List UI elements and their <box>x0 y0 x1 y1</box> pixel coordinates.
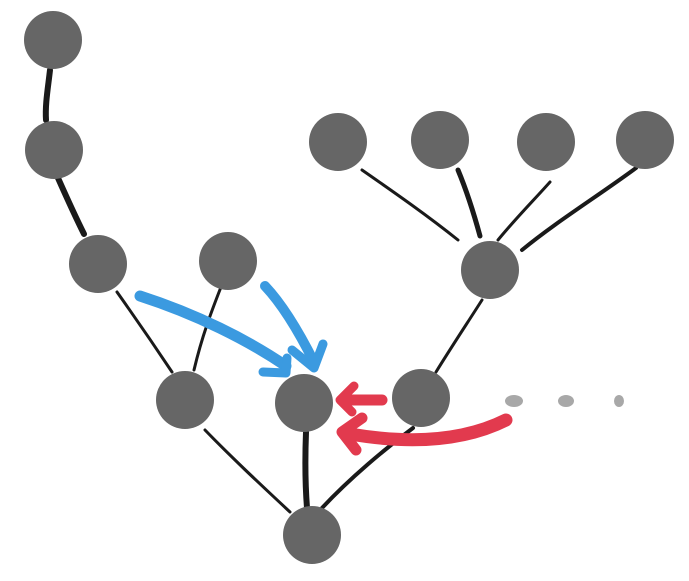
edge-c2-root <box>302 429 310 511</box>
blue-arrow-short-head <box>287 339 328 373</box>
node-a1 <box>24 11 82 69</box>
node-c2 <box>275 374 333 432</box>
edge-e1-d <box>360 168 460 242</box>
node-e1 <box>309 113 367 171</box>
edge-e2-d <box>455 167 483 239</box>
dot-1 <box>505 395 523 407</box>
node-e4 <box>616 111 674 169</box>
node-c3 <box>392 369 450 427</box>
red-arrows <box>335 381 513 456</box>
edge-c1-root <box>203 428 292 514</box>
node-a2 <box>25 121 83 179</box>
blue-arrow-long-head-a <box>258 353 292 378</box>
dot-2 <box>558 395 574 407</box>
node-e2 <box>411 111 469 169</box>
edge-e4-d <box>520 166 638 252</box>
blue-arrow-short <box>260 281 319 367</box>
node-a3 <box>69 235 127 293</box>
dot-3 <box>614 395 624 407</box>
node-e3 <box>517 113 575 171</box>
blue-arrows <box>134 281 328 378</box>
blue-arrow-long <box>134 290 292 372</box>
red-arrow-bottom <box>343 413 513 447</box>
edge-e3-d <box>496 180 552 242</box>
node-b <box>199 232 257 290</box>
edge-a3-c1 <box>115 290 174 374</box>
ellipsis-dots <box>505 395 624 407</box>
node-root <box>283 506 341 564</box>
edge-a2-a3 <box>55 175 87 237</box>
red-arrow-bottom-head <box>336 412 368 456</box>
node-c1 <box>156 371 214 429</box>
edge-d-c3 <box>434 298 484 374</box>
nodes <box>24 11 674 564</box>
edge-a1-a2 <box>42 67 53 123</box>
red-arrow-top-head <box>335 381 359 417</box>
node-d <box>461 241 519 299</box>
